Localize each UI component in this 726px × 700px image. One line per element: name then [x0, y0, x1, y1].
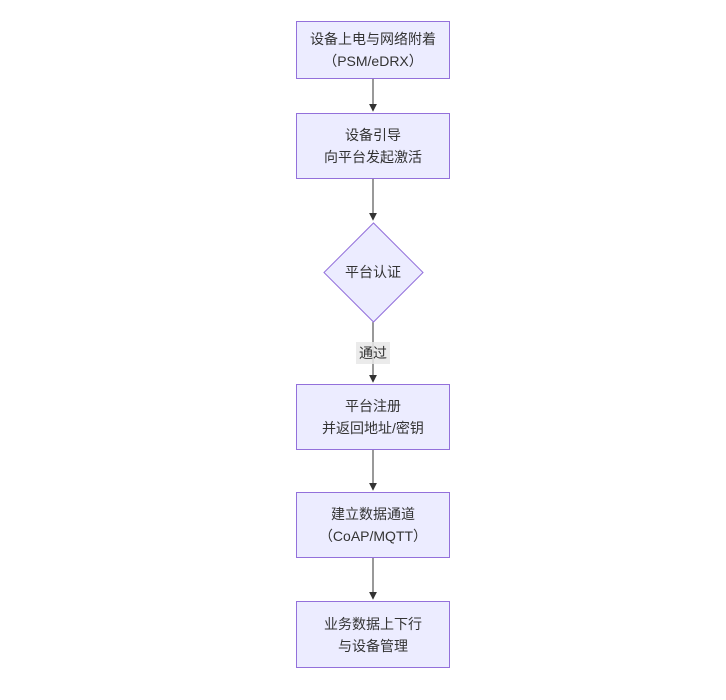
node-business-data: 业务数据上下行 与设备管理: [296, 601, 450, 668]
node-label: 平台注册: [345, 398, 401, 414]
node-label: 设备引导: [345, 127, 401, 143]
node-label: （CoAP/MQTT）: [318, 528, 428, 544]
node-label: 平台认证: [345, 264, 401, 280]
node-label: 业务数据上下行: [324, 615, 422, 632]
node-label: 设备上电与网络附着: [310, 31, 436, 47]
decision-platform-auth: 平台认证: [322, 221, 424, 323]
node-data-channel: 建立数据通道 （CoAP/MQTT）: [296, 492, 450, 558]
node-label: 并返回地址/密钥: [322, 420, 424, 436]
node-power-network-attach: 设备上电与网络附着 （PSM/eDRX）: [296, 21, 450, 79]
node-label: 与设备管理: [338, 637, 408, 654]
node-label: 向平台发起激活: [324, 149, 422, 165]
node-platform-register: 平台注册 并返回地址/密钥: [296, 384, 450, 450]
edge-label-pass: 通过: [356, 342, 390, 364]
node-label: （PSM/eDRX）: [323, 53, 423, 69]
node-device-bootstrap: 设备引导 向平台发起激活: [296, 113, 450, 179]
node-label: 建立数据通道: [331, 506, 415, 522]
